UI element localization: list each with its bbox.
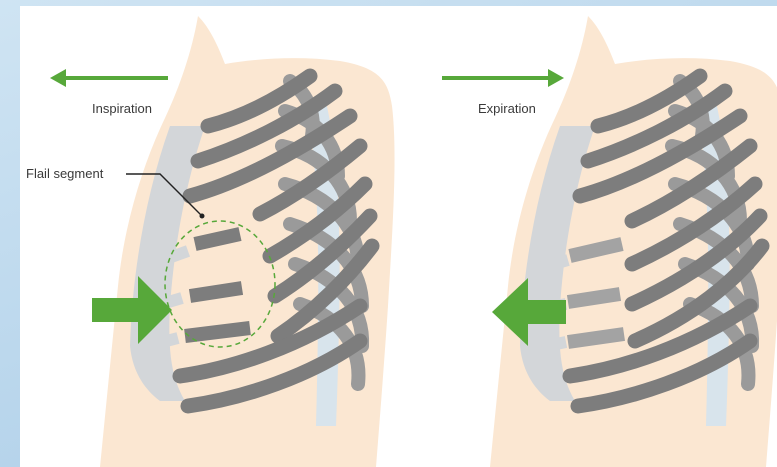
panel-inspiration: Flail segment Inspiration — [26, 16, 395, 467]
expiration-arrow — [442, 69, 564, 87]
flail-chest-diagram: Flail segment Inspiration — [20, 6, 777, 467]
inspiration-label: Inspiration — [92, 101, 152, 116]
expiration-label: Expiration — [478, 101, 536, 116]
figure-canvas: Flail segment Inspiration — [20, 6, 777, 467]
panel-expiration: Expiration — [442, 16, 777, 467]
inspiration-arrow — [50, 69, 168, 87]
flail-segment-label: Flail segment — [26, 166, 104, 181]
flail-label-dot — [200, 214, 205, 219]
